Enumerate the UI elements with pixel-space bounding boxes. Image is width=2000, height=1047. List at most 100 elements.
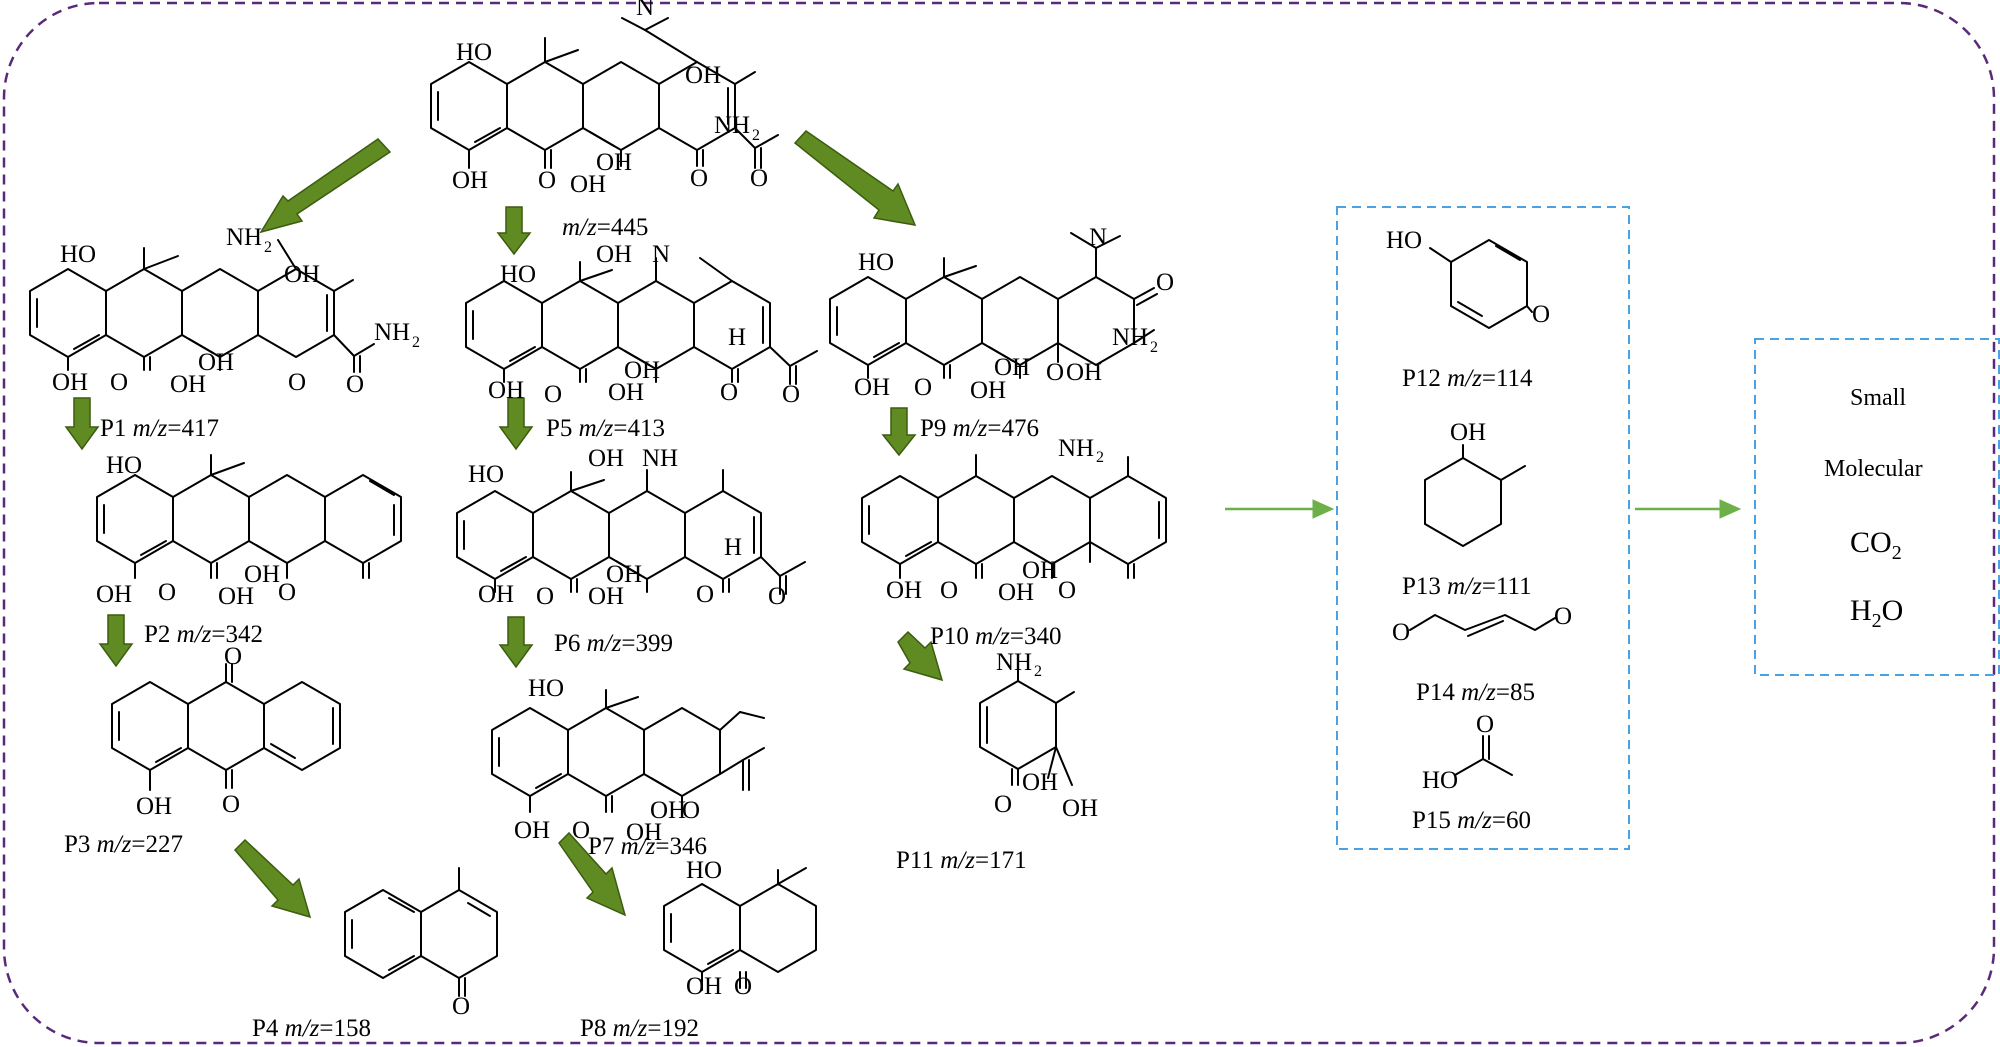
atom-label: HO (500, 261, 536, 288)
label-parent: m/z=445 (562, 215, 648, 240)
atom-label: 2 (1096, 449, 1104, 466)
mz-symbol: m/z (578, 415, 614, 442)
atom-label: OH (1022, 557, 1058, 584)
product-id: P2 (144, 621, 171, 648)
atom-label: O (768, 583, 786, 610)
atom-label: O (224, 643, 242, 670)
mz-symbol: m/z (176, 621, 212, 648)
mz-symbol: m/z (620, 833, 656, 860)
atom-label: OH (854, 374, 890, 401)
atom-label: O (536, 583, 554, 610)
product-id: P3 (64, 831, 91, 858)
atom-label: OH (218, 583, 254, 610)
atom-label: OH (52, 369, 88, 396)
atom-label: O (940, 577, 958, 604)
product-id: P10 (930, 623, 969, 650)
atom-label: OH (570, 171, 606, 198)
atom-label: OH (488, 377, 524, 404)
structure-p2 (96, 454, 402, 579)
arrow-p7-to-p8 (558, 831, 627, 917)
product-id: P4 (252, 1015, 279, 1042)
atom-label: OH (198, 349, 234, 376)
thin-arrow-to-intermediates (1225, 499, 1335, 519)
atom-label: O (572, 817, 590, 844)
mz-symbol: m/z (1457, 807, 1492, 834)
atom-label: O (288, 369, 306, 396)
mz-value: =346 (655, 833, 707, 860)
arrow-parent-to-p5 (496, 206, 532, 256)
mz-symbol: m/z (1447, 365, 1482, 392)
structure-parent (430, 17, 779, 169)
structure-p9 (829, 232, 1158, 379)
atom-label: OH (1062, 795, 1098, 822)
mz-value: =60 (1491, 807, 1531, 834)
mz-value: =158 (319, 1015, 371, 1042)
arrow-p6-to-p7 (498, 616, 534, 669)
product-id: P9 (920, 415, 947, 442)
atom-label: OH (170, 371, 206, 398)
mz-symbol: m/z (586, 630, 622, 657)
atom-label: O (110, 369, 128, 396)
atom-label: OH (1022, 769, 1058, 796)
atom-label: OH (452, 167, 488, 194)
atom-label: O (346, 371, 364, 398)
product-id: P15 (1412, 807, 1451, 834)
h2o-subscript: 2 (1871, 610, 1882, 632)
atom-label: HO (106, 452, 142, 479)
label-p9: P9 m/z=476 (920, 416, 1039, 441)
atom-label: NH (996, 649, 1032, 676)
mz-value: =114 (1481, 365, 1533, 392)
co2-text: CO (1850, 526, 1892, 559)
atom-label: HO (686, 857, 722, 884)
atom-label: OH (1066, 359, 1102, 386)
atom-label: NH (1112, 324, 1148, 351)
structure-p4 (344, 867, 498, 997)
atom-label: O (1476, 711, 1494, 738)
atom-label: O (222, 791, 240, 818)
atom-label: OH (588, 445, 624, 472)
atom-label: OH (685, 62, 721, 89)
product-id: P11 (896, 847, 934, 874)
mz-value: =111 (1481, 573, 1532, 600)
atom-label: HO (528, 675, 564, 702)
label-p15: P15 m/z=60 (1412, 808, 1531, 833)
mz-symbol: m/z (940, 847, 975, 874)
atom-label: OH (624, 357, 660, 384)
label-p13: P13 m/z=111 (1402, 574, 1532, 599)
atom-label: OH (596, 149, 632, 176)
structure-p14 (1409, 614, 1556, 637)
mz-symbol: m/z (562, 214, 597, 241)
atom-label: O (734, 973, 752, 1000)
mz-value: =413 (613, 415, 665, 442)
atom-label: OH (626, 819, 662, 846)
arrow-parent-to-p9 (793, 130, 917, 226)
atom-label: O (720, 379, 738, 406)
atom-label: OH (650, 797, 686, 824)
mz-value: =476 (987, 415, 1039, 442)
product-id: P6 (554, 630, 581, 657)
atom-label: OH (284, 261, 320, 288)
atom-label: O (1554, 603, 1572, 630)
atom-label: N (652, 241, 670, 268)
label-p12: P12 m/z=114 (1402, 366, 1533, 391)
atom-label: NH (642, 445, 678, 472)
atom-label: O (750, 165, 768, 192)
atom-label: O (1532, 301, 1550, 328)
product-id: P13 (1402, 573, 1441, 600)
atom-label: O (1058, 577, 1076, 604)
atom-label: O (682, 797, 700, 824)
structure-p8 (663, 867, 817, 991)
product-id: P14 (1416, 679, 1455, 706)
atom-label: OH (886, 577, 922, 604)
arrow-parent-to-p1 (259, 138, 392, 234)
atom-label: O (1392, 619, 1410, 646)
final-molecular-text: Molecular (1824, 456, 1923, 482)
atom-label: O (782, 381, 800, 408)
mz-symbol: m/z (96, 831, 132, 858)
structure-p12 (1429, 239, 1533, 329)
structure-p5 (465, 257, 818, 385)
atom-label: HO (456, 39, 492, 66)
product-id: P1 (100, 415, 127, 442)
atom-label: HO (858, 249, 894, 276)
